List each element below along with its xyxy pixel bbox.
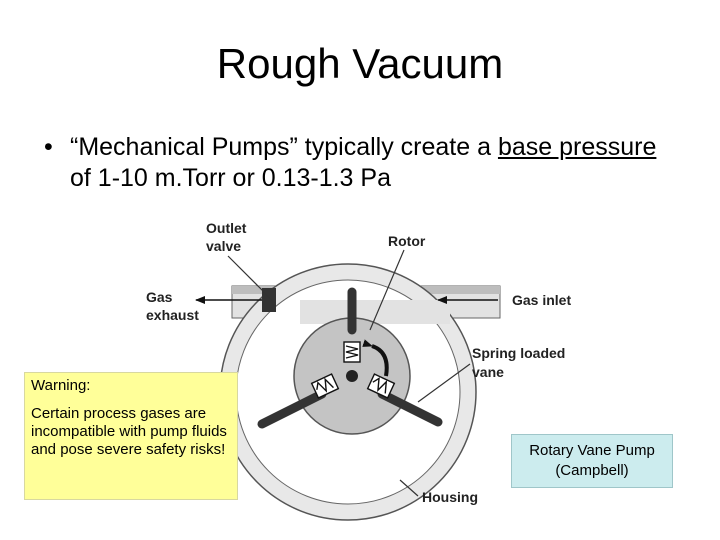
label-spring-vane-2: vane [472,364,504,380]
leader-lines [227,249,471,497]
vanes [257,287,443,429]
label-gas-inlet: Gas inlet [512,292,571,308]
warning-body: Certain process gases are incompatible w… [31,405,227,458]
label-outlet-valve-2: valve [206,238,241,254]
rotor [293,317,411,435]
label-outlet-valve-1: Outlet [206,220,247,236]
label-housing: Housing [422,489,478,505]
label-spring-vane-1: Spring loaded [472,345,565,361]
caption-line-1: Rotary Vane Pump [529,442,655,459]
bullet-text-part-3: of 1-10 m.Torr or 0.13-1.3 Pa [70,164,391,192]
bullet-marker: • [44,133,53,161]
rotation-arrow [362,339,389,377]
label-gas-exhaust-1: Gas [146,289,173,305]
caption-line-2: (Campbell) [555,462,629,479]
bullet-text-underlined: base pressure [497,133,657,161]
bullet-text: “Mechanical Pumps” typically create a ba… [70,132,670,194]
diagram-caption: Rotary Vane Pump (Campbell) [511,434,673,488]
springs [310,341,396,399]
label-rotor: Rotor [388,233,426,249]
slide-title: Rough Vacuum [216,40,504,87]
label-gas-exhaust-2: exhaust [146,307,199,323]
bullet-text-part-1: “Mechanical Pumps” typically create a [70,133,498,161]
warning-title: Warning: [31,377,91,394]
warning-box: Warning: Certain process gases are incom… [24,372,238,500]
